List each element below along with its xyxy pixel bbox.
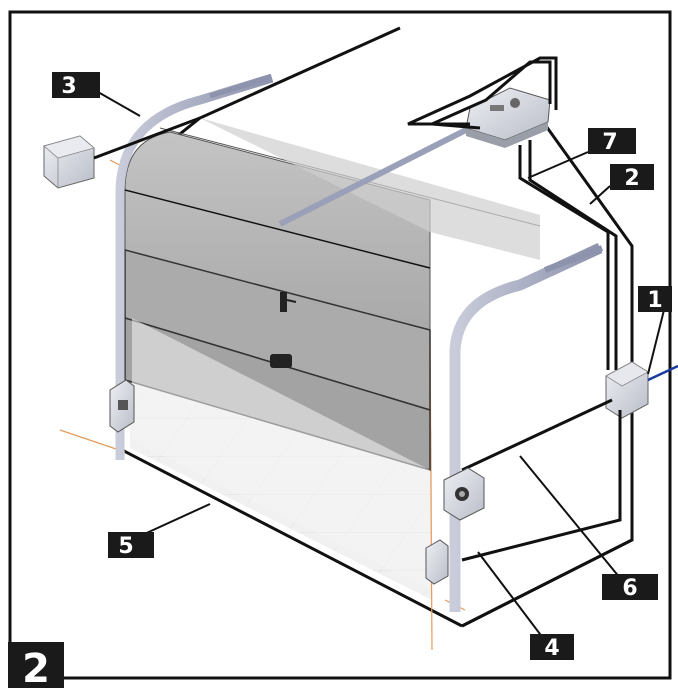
callout-3-text: 3	[61, 74, 76, 99]
key-switch	[443, 467, 485, 521]
operator-rail	[278, 125, 472, 227]
callout-2: 2	[610, 164, 654, 191]
door-handle-icon	[270, 354, 292, 368]
ceiling-operator-motor	[465, 87, 551, 148]
figure-frame	[8, 10, 672, 680]
callout-1-text: 1	[647, 288, 662, 313]
control-unit-wire	[93, 116, 201, 160]
figure-number-badge: 2	[8, 642, 64, 688]
figure-number-text: 2	[22, 646, 50, 688]
callout-7: 7	[588, 128, 636, 155]
callout-1: 1	[638, 286, 672, 313]
callout-5: 5	[108, 532, 154, 559]
door-opening	[132, 318, 430, 590]
photocell-left	[109, 379, 135, 433]
callout-7-text: 7	[602, 130, 617, 155]
callout-leaders	[97, 91, 665, 643]
callout-6-text: 6	[622, 576, 637, 601]
motor-wires	[407, 56, 618, 370]
callout-2-text: 2	[624, 166, 639, 191]
power-cable	[647, 364, 678, 382]
control-unit-box	[43, 135, 95, 189]
callout-3: 3	[52, 72, 100, 99]
door-tracks	[115, 73, 604, 612]
callout-4: 4	[530, 634, 574, 661]
callout-6: 6	[602, 574, 658, 601]
photocell-right	[425, 539, 449, 585]
callout-5-text: 5	[118, 534, 133, 559]
door-lock-icon	[280, 292, 297, 312]
junction-box	[605, 361, 649, 419]
callout-4-text: 4	[544, 636, 559, 661]
device-wires	[461, 398, 634, 628]
